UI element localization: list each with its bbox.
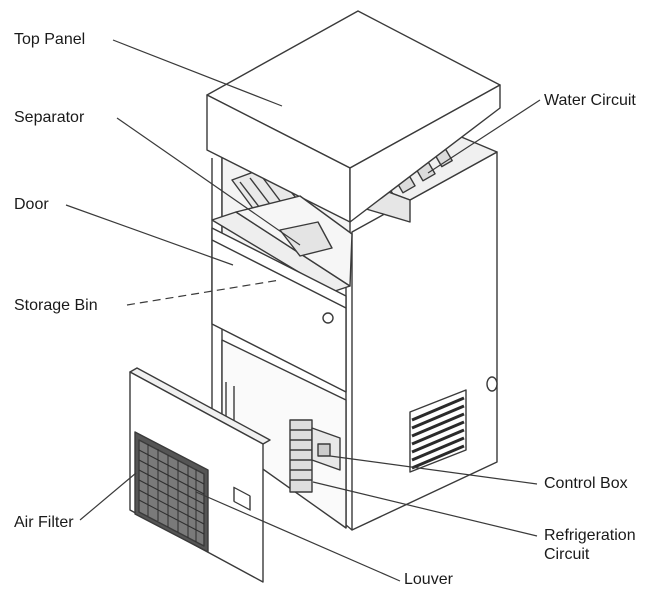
leader-lines [65,39,541,582]
label-refrigeration-circuit-line2: Circuit [544,546,590,563]
door-knob [322,312,334,324]
refrigeration-circuit-coils [289,419,313,493]
leader-refrigeration-circuit [312,481,538,537]
label-refrigeration-circuit-line1: Refrigeration [544,527,636,544]
label-door: Door [14,196,49,213]
top-panel-side-face [349,84,501,223]
leader-separator [116,117,301,246]
control-box-switch [317,443,331,457]
label-separator: Separator [14,109,85,126]
side-vent-grille [411,396,465,470]
label-storage-bin: Storage Bin [14,297,98,314]
leader-top-panel [112,39,283,107]
leader-door [65,204,234,266]
label-refrigeration-circuit: Refrigeration Circuit [544,526,667,564]
label-louver: Louver [404,571,453,588]
air-filter-mesh-texture [138,444,205,542]
drain-outlet [486,376,498,392]
label-control-box: Control Box [544,475,628,492]
storage-bin-scoop [279,221,333,257]
leader-louver [195,491,401,582]
label-air-filter: Air Filter [14,514,74,531]
leader-air-filter [79,472,137,521]
leader-water-circuit [427,99,541,174]
label-water-circuit: Water Circuit [544,92,636,109]
door-front-face [211,227,347,393]
leader-control-box [329,455,538,485]
label-top-panel: Top Panel [14,31,86,48]
door-handle-line [211,239,347,309]
lower-cabinet-recess [221,339,347,529]
louver-latch [233,486,251,511]
